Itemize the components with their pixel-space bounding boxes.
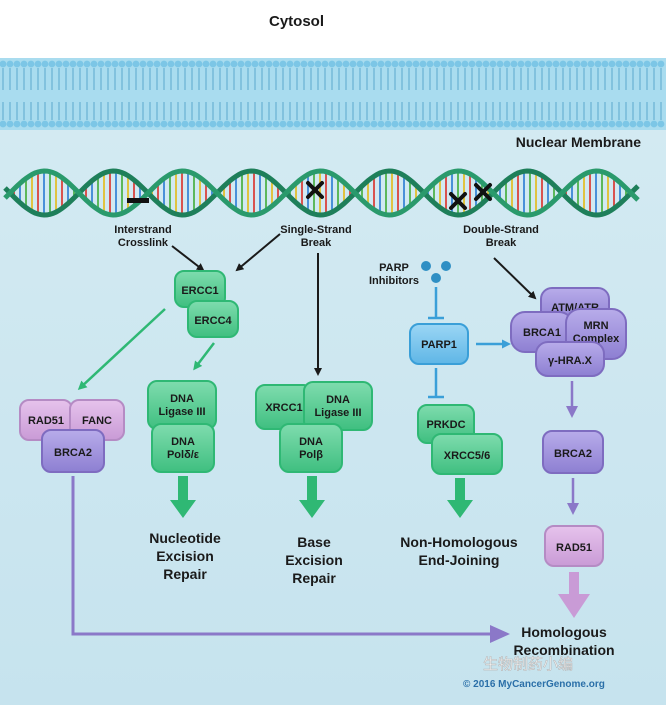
left-hr-arrowhead — [490, 625, 510, 643]
parp-inhibitor-molecules — [421, 261, 451, 283]
brca2-right-label: BRCA2 — [554, 448, 592, 460]
xrcc1-label: XRCC1 — [265, 402, 302, 414]
ber-output-arrow — [299, 476, 325, 518]
rad51-output-arrow — [558, 572, 590, 618]
rad51-right-box — [544, 525, 604, 567]
dna-ligase-iii-ner-box — [147, 380, 217, 430]
watermark-text: 生物制药小编 — [483, 656, 573, 673]
nuclear-membrane — [0, 58, 666, 130]
left-hr-complex: RAD51 FANC BRCA2 — [19, 399, 125, 473]
gamma-h2ax-box — [535, 341, 605, 377]
double-strand-break-mark — [449, 183, 492, 210]
nhej-output-arrow — [447, 478, 473, 518]
damage-arrows — [171, 233, 537, 376]
ercc4-box — [187, 300, 239, 338]
dna-ligase-iii-ber-box — [303, 381, 373, 431]
prkdc-label: PRKDC — [426, 419, 465, 431]
single-strand-break-mark — [306, 181, 324, 199]
cytosol-label: Cytosol — [269, 13, 324, 30]
nhej-pathway: PARP1 PRKDC XRCC5/6 — [409, 287, 511, 518]
left-hr-line — [71, 476, 492, 636]
copyright-text: © 2016 MyCancerGenome.org — [463, 679, 605, 690]
nuclear-membrane-label: Nuclear Membrane — [516, 134, 641, 150]
xrcc56-label: XRCC5/6 — [444, 450, 490, 462]
dna-pol-delta-box — [151, 423, 215, 473]
gamma-h2ax-label: γ-HRA.X — [548, 355, 593, 367]
brca1-label: BRCA1 — [523, 327, 561, 339]
crosslink-mark — [127, 198, 149, 203]
dna-pol-beta-box — [279, 423, 343, 473]
xrcc56-box — [431, 433, 503, 475]
brca2-right-box — [542, 430, 604, 474]
brca2-left-box — [41, 429, 105, 473]
ercc4-label: ERCC4 — [194, 315, 232, 327]
fanc-label: FANC — [82, 415, 112, 427]
ercc1-label: ERCC1 — [181, 285, 218, 297]
ner-output-arrow — [170, 476, 196, 518]
parp1-label: PARP1 — [421, 339, 457, 351]
brca2-left-label: BRCA2 — [54, 447, 92, 459]
parp1-box — [409, 323, 469, 365]
rad51-right-label: RAD51 — [556, 542, 592, 554]
rad51-left-label: RAD51 — [28, 415, 64, 427]
